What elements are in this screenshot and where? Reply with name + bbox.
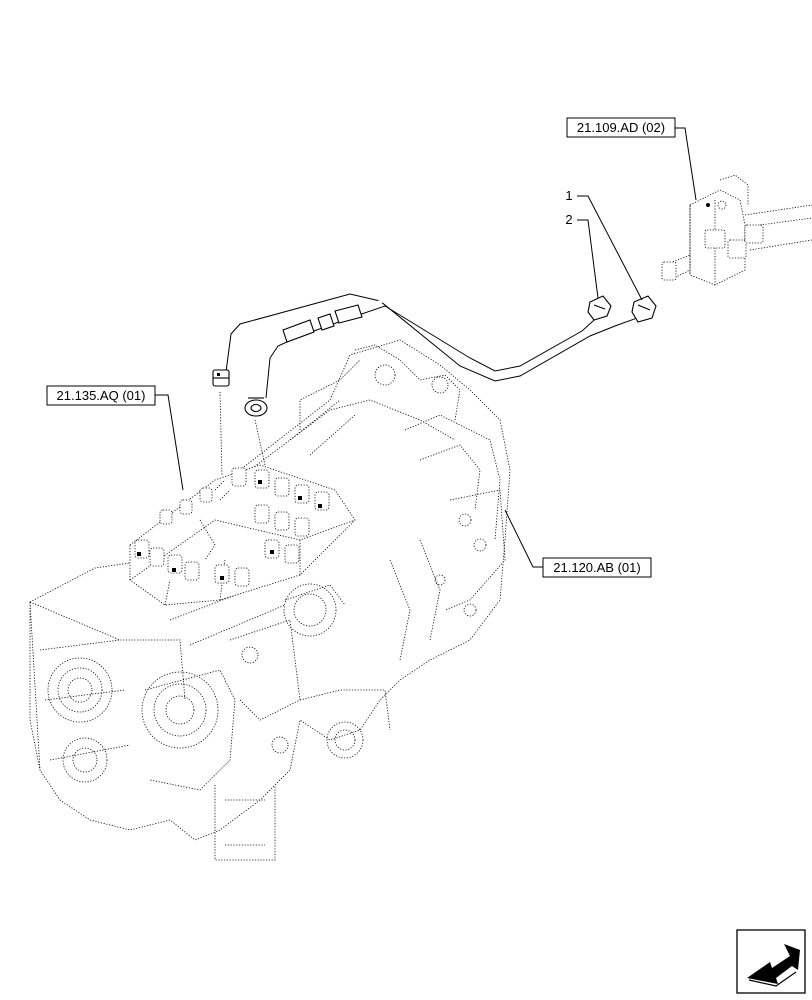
ref-callout-right[interactable]: 21.120.AB (01) [542,557,652,578]
ref-label-right: 21.120.AB (01) [553,560,640,575]
leader-item-1 [577,195,643,301]
valve-spools [134,467,330,587]
item-label-2: 2 [565,212,572,227]
pipe-sleeves [282,304,363,343]
ref-label-top: 21.109.AD (02) [577,120,665,135]
pipe-fitting-nut-2 [587,295,612,321]
ref-callout-left[interactable]: 21.135.AQ (01) [46,385,156,406]
hydraulic-pipe-1 [218,286,649,382]
ref-label-left: 21.135.AQ (01) [57,388,146,403]
leader-left [155,394,184,491]
pipe-fitting-nut-3 [212,369,230,387]
pipe-fitting-nut-4 [244,397,268,417]
ref-callout-top[interactable]: 21.109.AD (02) [566,117,676,138]
control-valve-assembly [129,391,356,606]
next-page-arrow-icon[interactable] [736,929,806,994]
item-number-2[interactable]: 2 [565,212,572,227]
bracket-assembly [661,174,812,286]
item-label-1: 1 [565,188,572,203]
leader-right [504,509,543,568]
leader-top [675,127,697,201]
item-number-1[interactable]: 1 [565,188,572,203]
hydraulic-pipe-2 [258,298,604,399]
pipe-fitting-nut-1 [631,295,657,323]
transmission-housing [29,339,511,861]
leader-item-2 [577,219,599,299]
